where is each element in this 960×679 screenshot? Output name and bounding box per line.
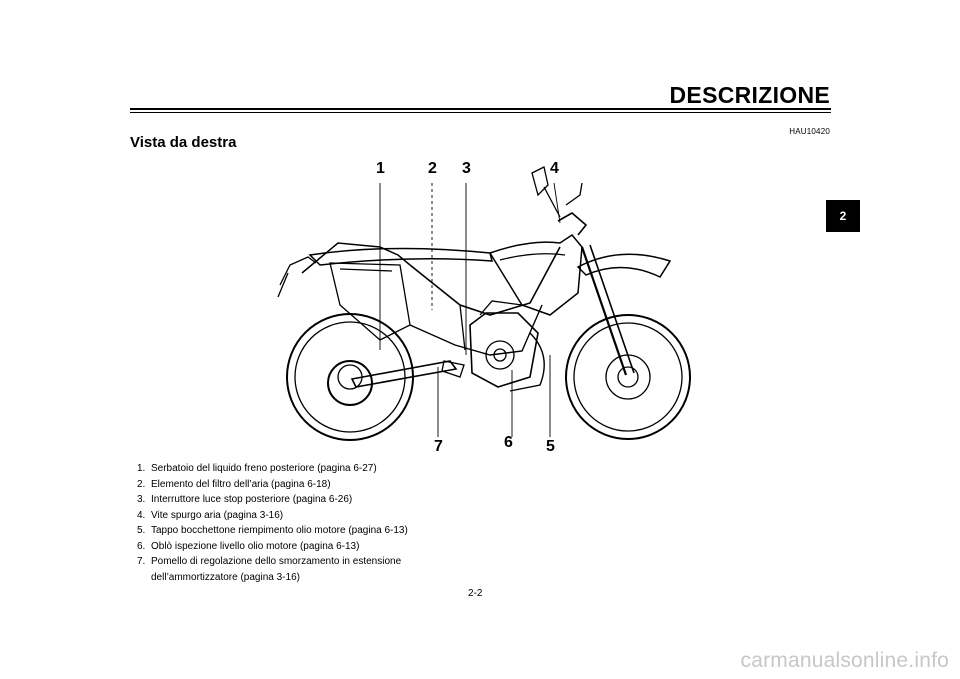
- parts-legend: 1. Serbatoio del liquido freno posterior…: [137, 461, 451, 585]
- legend-item: 1. Serbatoio del liquido freno posterior…: [137, 461, 451, 477]
- legend-text: Serbatoio del liquido freno posteriore (…: [151, 463, 377, 474]
- callout-7: 7: [434, 438, 443, 455]
- watermark: carmanualsonline.info: [740, 649, 949, 672]
- legend-item: 5. Tappo bocchettone riempimento olio mo…: [137, 523, 451, 539]
- legend-text: Oblò ispezione livello olio motore (pagi…: [151, 540, 360, 552]
- legend-text: Pomello di regolazione dello smorzamento…: [151, 556, 402, 583]
- legend-item: 7. Pomello di regolazione dello smorzame…: [137, 554, 451, 585]
- header-rule-thin: [130, 112, 831, 113]
- legend-text: Elemento del filtro dell’aria (pagina 6-…: [151, 478, 331, 490]
- legend-item: 2. Elemento del filtro dell’aria (pagina…: [137, 477, 451, 493]
- callout-1: 1: [376, 160, 385, 177]
- reference-code: HAU10420: [789, 127, 830, 136]
- callout-6: 6: [504, 434, 513, 451]
- motorcycle-illustration: [277, 166, 691, 441]
- header-rule-thick: [130, 108, 831, 110]
- chapter-tab[interactable]: 2: [826, 200, 860, 232]
- section-title: Vista da destra: [130, 134, 237, 151]
- legend-number: 5.: [137, 525, 146, 536]
- legend-number: 7.: [137, 556, 146, 567]
- legend-text: Vite spurgo aria (pagina 3-16): [151, 509, 284, 521]
- legend-number: 3.: [137, 494, 146, 505]
- legend-item: 4. Vite spurgo aria (pagina 3-16): [137, 508, 451, 524]
- callout-2: 2: [428, 160, 437, 177]
- legend-text: Interruttore luce stop posteriore (pagin…: [151, 494, 353, 505]
- legend-number: 2.: [137, 478, 146, 490]
- page-title: DESCRIZIONE: [669, 82, 830, 108]
- page-number: 2-2: [468, 588, 483, 599]
- legend-number: 6.: [137, 540, 146, 552]
- legend-text: Tappo bocchettone riempimento olio motor…: [151, 525, 408, 536]
- legend-item: 6. Oblò ispezione livello olio motore (p…: [137, 539, 451, 555]
- motorcycle-figure: 1 2 3 4 5 6 7: [260, 155, 700, 455]
- legend-number: 1.: [137, 463, 146, 474]
- legend-item: 3. Interruttore luce stop posteriore (pa…: [137, 492, 451, 508]
- callout-4: 4: [550, 160, 559, 177]
- callout-5: 5: [546, 438, 555, 455]
- callout-3: 3: [462, 160, 471, 177]
- legend-number: 4.: [137, 509, 146, 521]
